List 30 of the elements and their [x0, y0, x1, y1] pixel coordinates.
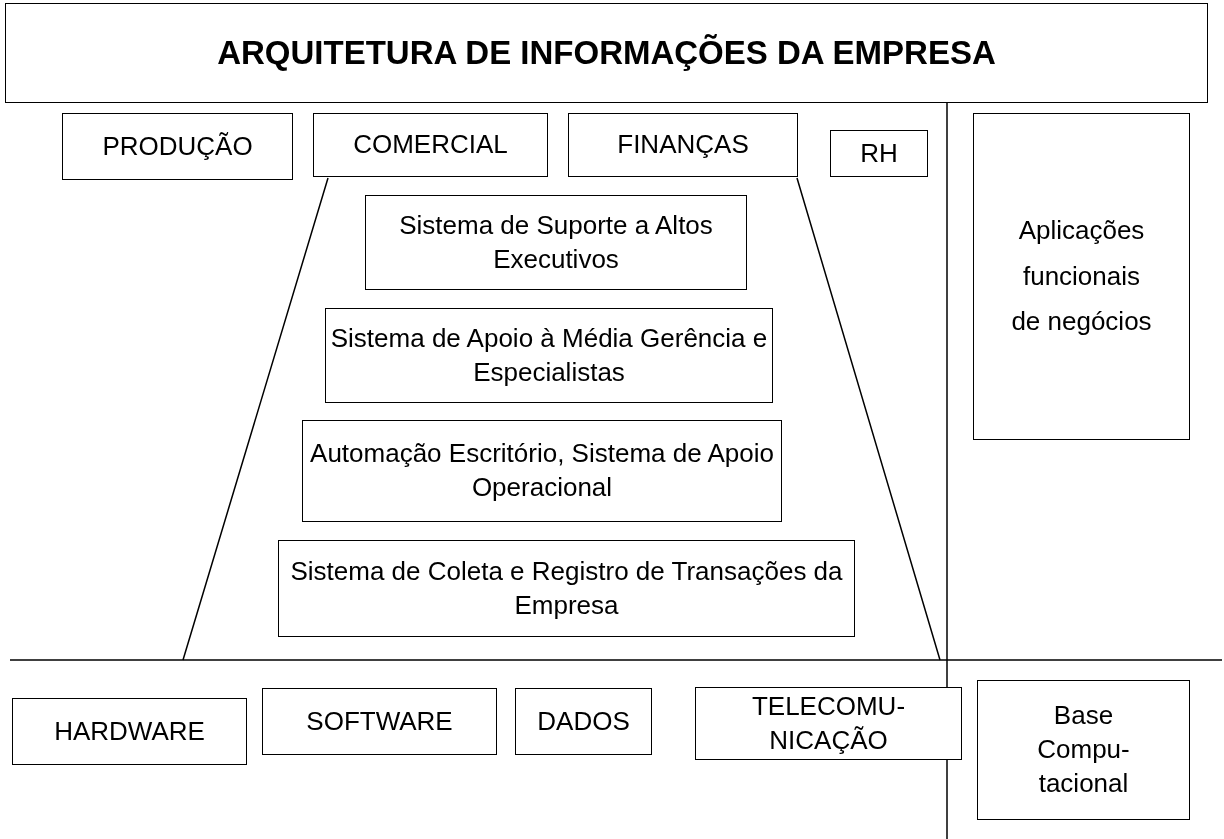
system-box — [325, 308, 773, 403]
application-box — [973, 113, 1190, 440]
box-label: Sistema de Coleta e Registro de Transações da Empresa — [289, 554, 844, 622]
box-label: Automação Escritório, Sistema de Apoio Operacional — [309, 437, 775, 504]
title-box — [5, 3, 1208, 103]
department-box — [568, 113, 798, 177]
system-box — [302, 420, 782, 522]
department-box — [62, 113, 293, 180]
box-label: Base Compu- tacional — [1036, 699, 1131, 800]
resource-box — [515, 688, 652, 755]
box-label: Sistema de Apoio à Média Gerência e Especialistas — [329, 321, 769, 389]
system-box — [278, 540, 855, 637]
system-box — [365, 195, 747, 290]
resource-box — [977, 680, 1190, 820]
box-label: FINANÇAS — [617, 128, 749, 162]
department-box — [830, 130, 928, 177]
department-box — [313, 113, 548, 177]
resource-box — [695, 687, 962, 760]
box-label: SOFTWARE — [306, 704, 453, 738]
box-label: RH — [860, 136, 898, 170]
box-label: ARQUITETURA DE INFORMAÇÕES DA EMPRESA — [217, 32, 996, 73]
resource-box — [262, 688, 497, 755]
box-label: PRODUÇÃO — [102, 129, 253, 163]
box-label: Sistema de Suporte a Altos Executivos — [398, 208, 714, 276]
box-label: Aplicações funcionais de negócios — [1010, 214, 1153, 339]
resource-box — [12, 698, 247, 765]
box-label: COMERCIAL — [353, 128, 508, 162]
box-label: TELECOMU- NICAÇÃO — [750, 689, 907, 757]
box-label: DADOS — [537, 704, 630, 738]
box-label: HARDWARE — [54, 714, 205, 748]
